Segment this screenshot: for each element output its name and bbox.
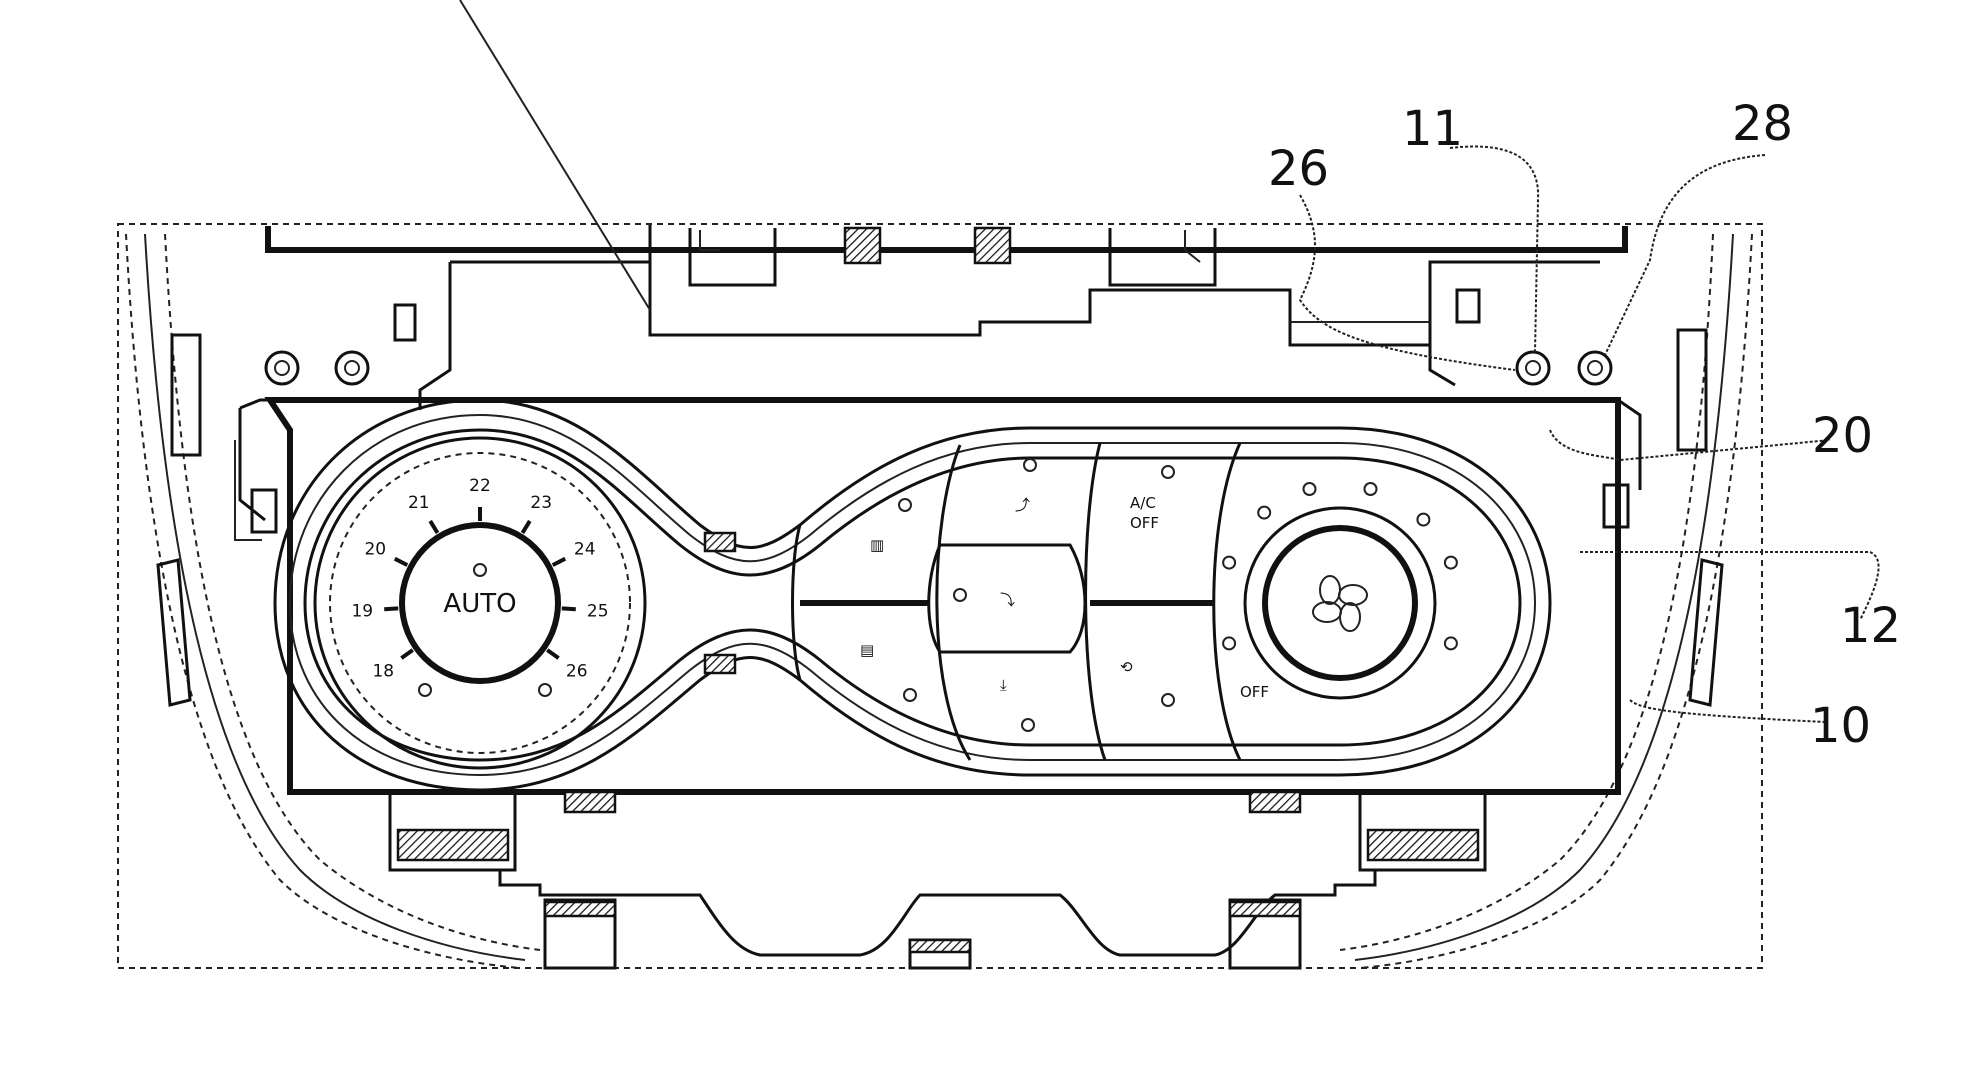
front-defrost-button[interactable]: ▥ bbox=[870, 498, 912, 554]
ref-11: 11 bbox=[1402, 101, 1463, 157]
fan-icon bbox=[1312, 575, 1368, 632]
airflow-feet-icon: ⤓ bbox=[1000, 676, 1007, 694]
fan-speed-dot bbox=[1363, 482, 1378, 496]
recirculation-icon: ⟲ bbox=[1120, 658, 1133, 676]
temperature-dial[interactable]: AUTO 18 19 20 21 22 23 24 25 26 bbox=[313, 436, 647, 770]
fan-speed-dot bbox=[1222, 555, 1237, 570]
indicator-dot bbox=[903, 688, 917, 702]
ref-26: 26 bbox=[1268, 141, 1329, 197]
mount-bosses bbox=[264, 350, 1613, 386]
airflow-feet-button[interactable]: ⤓ bbox=[1000, 676, 1035, 732]
reference-numerals: 26 11 28 20 12 10 bbox=[1268, 96, 1901, 754]
indicator-dot bbox=[1023, 458, 1037, 472]
fan-speed-dot bbox=[1222, 636, 1237, 651]
fan-speed-dot bbox=[1443, 555, 1458, 570]
fan-speed-dot bbox=[1443, 636, 1458, 651]
rear-defrost-icon: ▤ bbox=[860, 641, 874, 659]
temperature-scale-label: 21 bbox=[408, 493, 430, 513]
fan-off-label: OFF bbox=[1240, 683, 1269, 701]
boss-11 bbox=[1515, 350, 1551, 386]
off-label: OFF bbox=[1130, 514, 1159, 532]
airflow-face-icon: ⤴ bbox=[1015, 496, 1030, 514]
rear-defrost-button[interactable]: ▤ bbox=[860, 641, 917, 702]
temperature-tick bbox=[546, 648, 560, 660]
top-bracket bbox=[265, 0, 1628, 410]
temperature-tick bbox=[384, 606, 399, 612]
control-panel bbox=[234, 397, 1642, 814]
indicator-dot bbox=[1021, 718, 1035, 732]
indicator-dot bbox=[1161, 465, 1175, 479]
airflow-face-button[interactable]: ⤴ bbox=[1015, 458, 1037, 514]
housing-frame bbox=[117, 223, 1763, 969]
ac-off-button[interactable]: A/C OFF bbox=[1130, 465, 1175, 532]
fan-speed-dot bbox=[1257, 505, 1272, 520]
auto-indicator-dot bbox=[473, 563, 487, 577]
leader-lines bbox=[1298, 145, 1880, 723]
boss-28 bbox=[1577, 350, 1613, 386]
fan-speed-dial[interactable]: OFF bbox=[1222, 482, 1458, 701]
airflow-face-feet-button[interactable]: ⤵ bbox=[953, 588, 1015, 609]
indicator-dot bbox=[418, 683, 432, 697]
auto-label: AUTO bbox=[443, 589, 516, 619]
temperature-scale-label: 25 bbox=[587, 602, 609, 622]
temperature-tick bbox=[551, 556, 567, 567]
fan-speed-dot bbox=[1416, 512, 1431, 527]
temperature-scale-label: 18 bbox=[372, 662, 394, 682]
indicator-dot bbox=[898, 498, 912, 512]
airflow-face-feet-icon: ⤵ bbox=[1000, 591, 1015, 609]
temperature-scale-label: 22 bbox=[469, 476, 491, 496]
recirculation-button[interactable]: ⟲ bbox=[1120, 658, 1175, 707]
temperature-scale-label: 23 bbox=[530, 493, 552, 513]
temperature-scale-label: 20 bbox=[364, 540, 386, 560]
fan-speed-dots bbox=[1222, 482, 1458, 651]
indicator-dot bbox=[538, 683, 552, 697]
bottom-bracket bbox=[388, 792, 1487, 970]
ref-20: 20 bbox=[1812, 408, 1873, 464]
temperature-tick bbox=[561, 606, 576, 612]
temperature-scale-label: 19 bbox=[351, 602, 373, 622]
ref-10: 10 bbox=[1810, 698, 1871, 754]
temperature-tick bbox=[393, 556, 409, 567]
temperature-scale-label: 26 bbox=[566, 662, 588, 682]
ref-12: 12 bbox=[1840, 598, 1901, 654]
temperature-tick bbox=[400, 648, 414, 660]
ac-label: A/C bbox=[1130, 494, 1156, 512]
indicator-dot bbox=[953, 588, 967, 602]
indicator-dot bbox=[1161, 693, 1175, 707]
temperature-tick bbox=[428, 519, 440, 534]
front-defrost-icon: ▥ bbox=[870, 536, 884, 554]
temperature-scale: 18 19 20 21 22 23 24 25 26 bbox=[351, 476, 609, 697]
ref-28: 28 bbox=[1732, 96, 1793, 152]
fan-speed-dot bbox=[1302, 482, 1317, 496]
button-cluster: ▥ ▤ ⤴ ⤵ ⤓ A/C OFF ⟲ bbox=[791, 442, 1242, 761]
temperature-scale-label: 24 bbox=[574, 540, 596, 560]
temperature-tick bbox=[520, 519, 532, 534]
